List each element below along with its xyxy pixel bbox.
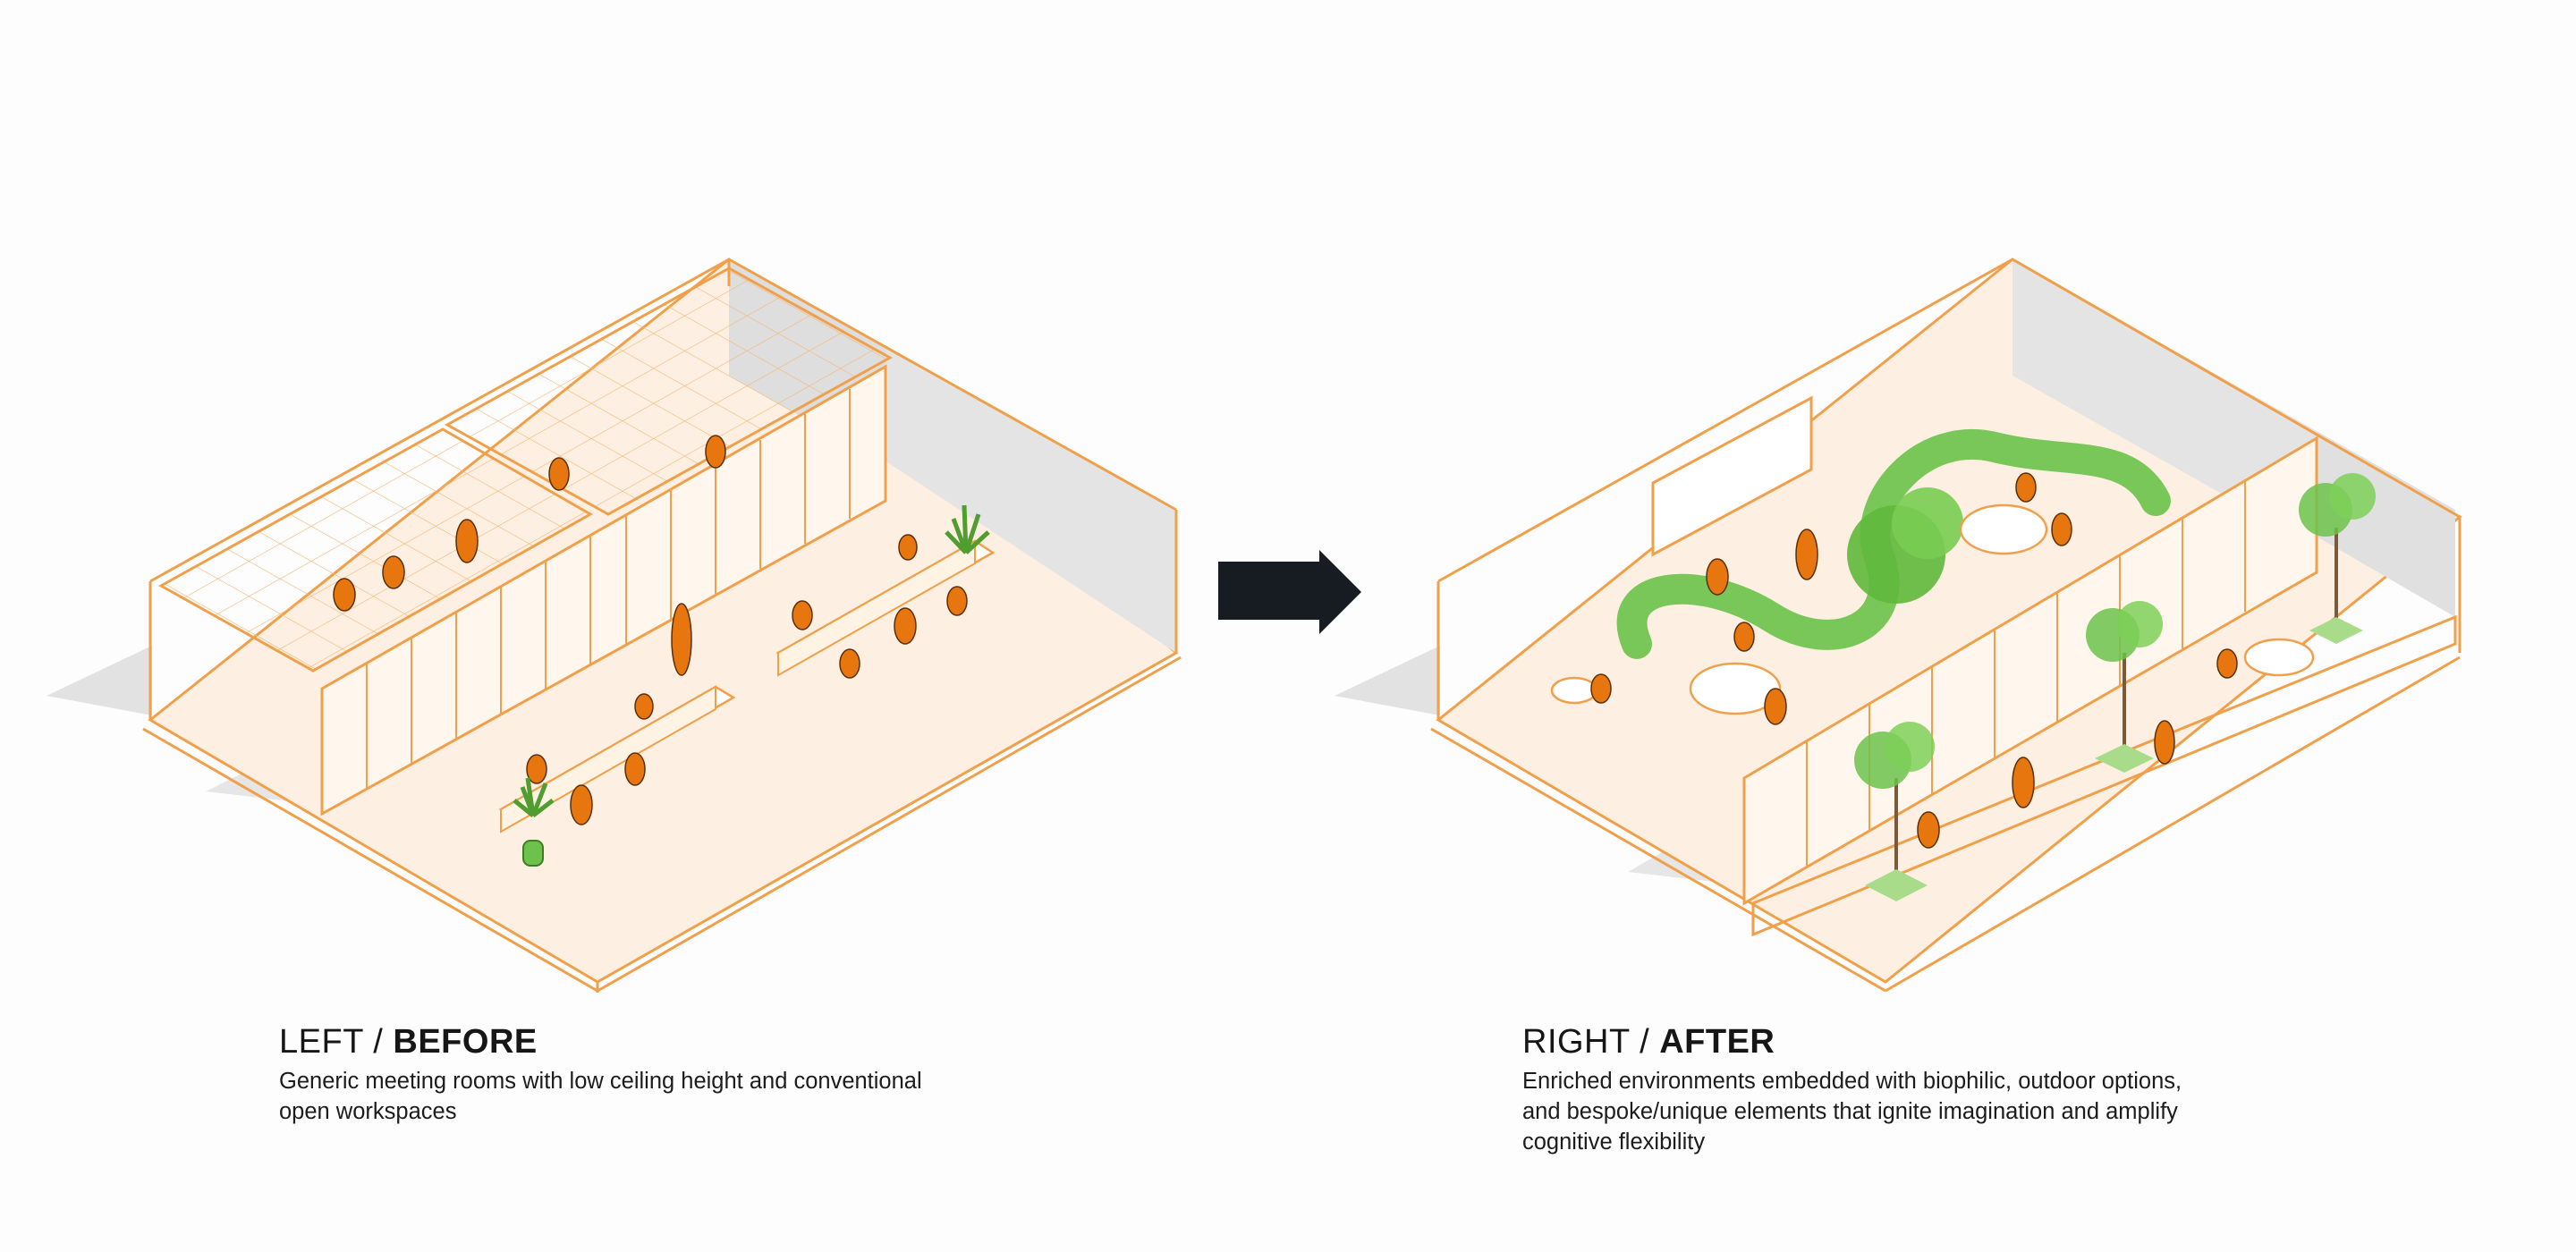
after-description-line: cognitive flexibility [1522,1129,1706,1155]
before-heading: LEFT / BEFORE [279,1021,1048,1062]
after-label-prefix: RIGHT / [1522,1023,1660,1061]
potted-plant [513,777,555,867]
meeting-room-ceiling [157,427,594,673]
after-description-line: and bespoke/unique elements that ignite … [1522,1099,2178,1124]
after-office-drawing [1335,258,2462,993]
after-back-wall [2012,259,2317,547]
before-label-emphasis: BEFORE [393,1023,538,1061]
tree [1854,722,1935,901]
tree [2086,601,2163,773]
ground-shadow [1335,646,1440,715]
after-label-emphasis: AFTER [1659,1023,1775,1061]
before-description-line: open workspaces [279,1099,457,1124]
before-caption: LEFT / BEFORE Generic meeting rooms with… [279,1021,1048,1127]
open-workspace-occupants [526,534,968,825]
glass-mullions [366,389,851,789]
before-description: Generic meeting rooms with low ceiling h… [279,1066,1048,1127]
before-office-drawing [47,258,1182,993]
arrow-right-icon [1218,550,1361,634]
meeting-room-glass-wall [320,364,887,816]
after-occupants [1590,472,2238,849]
terrace-railing [1751,614,2457,937]
after-floor [1436,258,2462,984]
tree [2299,473,2376,644]
potted-plant [945,504,990,554]
before-description-line: Generic meeting rooms with low ceiling h… [279,1069,922,1094]
ground-shadow [47,646,152,715]
after-description-line: Enriched environments embedded with biop… [1522,1069,2182,1094]
open-workspace-desks [498,539,996,833]
after-caption: RIGHT / AFTER Enriched environments embe… [1522,1021,2292,1157]
before-label-prefix: LEFT / [279,1023,394,1061]
biophilic-vine-planter [1616,428,2171,659]
window [1651,395,1813,557]
lounge-tables [1550,503,2315,715]
after-heading: RIGHT / AFTER [1522,1021,2292,1062]
meeting-room-occupants [333,435,726,612]
after-description: Enriched environments embedded with biop… [1522,1066,2292,1157]
